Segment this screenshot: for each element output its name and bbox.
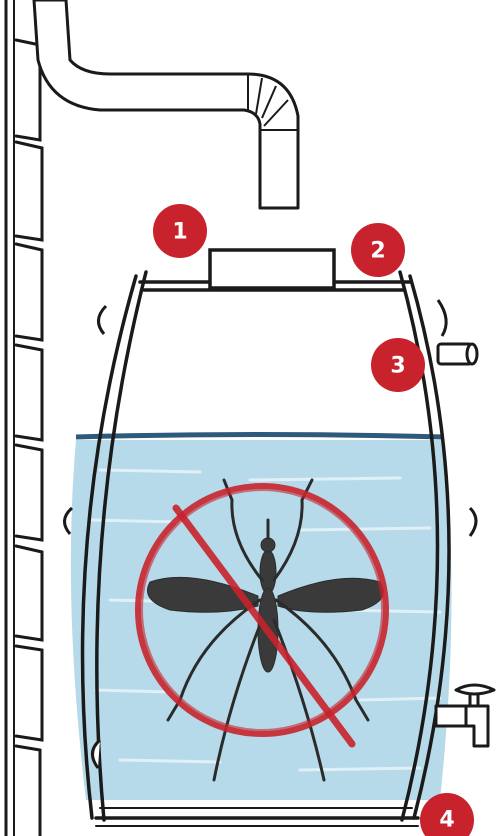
inlet-cover [210, 250, 334, 288]
marker-4-label: 4 [439, 808, 454, 833]
marker-2: 2 [351, 223, 405, 277]
marker-1-label: 1 [172, 220, 187, 245]
water-line [76, 435, 444, 438]
overflow-pipe [438, 344, 477, 364]
marker-2-label: 2 [370, 239, 385, 264]
marker-1: 1 [153, 204, 207, 258]
downspout [34, 0, 298, 208]
house-wall [6, 0, 42, 836]
marker-3: 3 [371, 338, 425, 392]
marker-3-label: 3 [390, 354, 405, 379]
